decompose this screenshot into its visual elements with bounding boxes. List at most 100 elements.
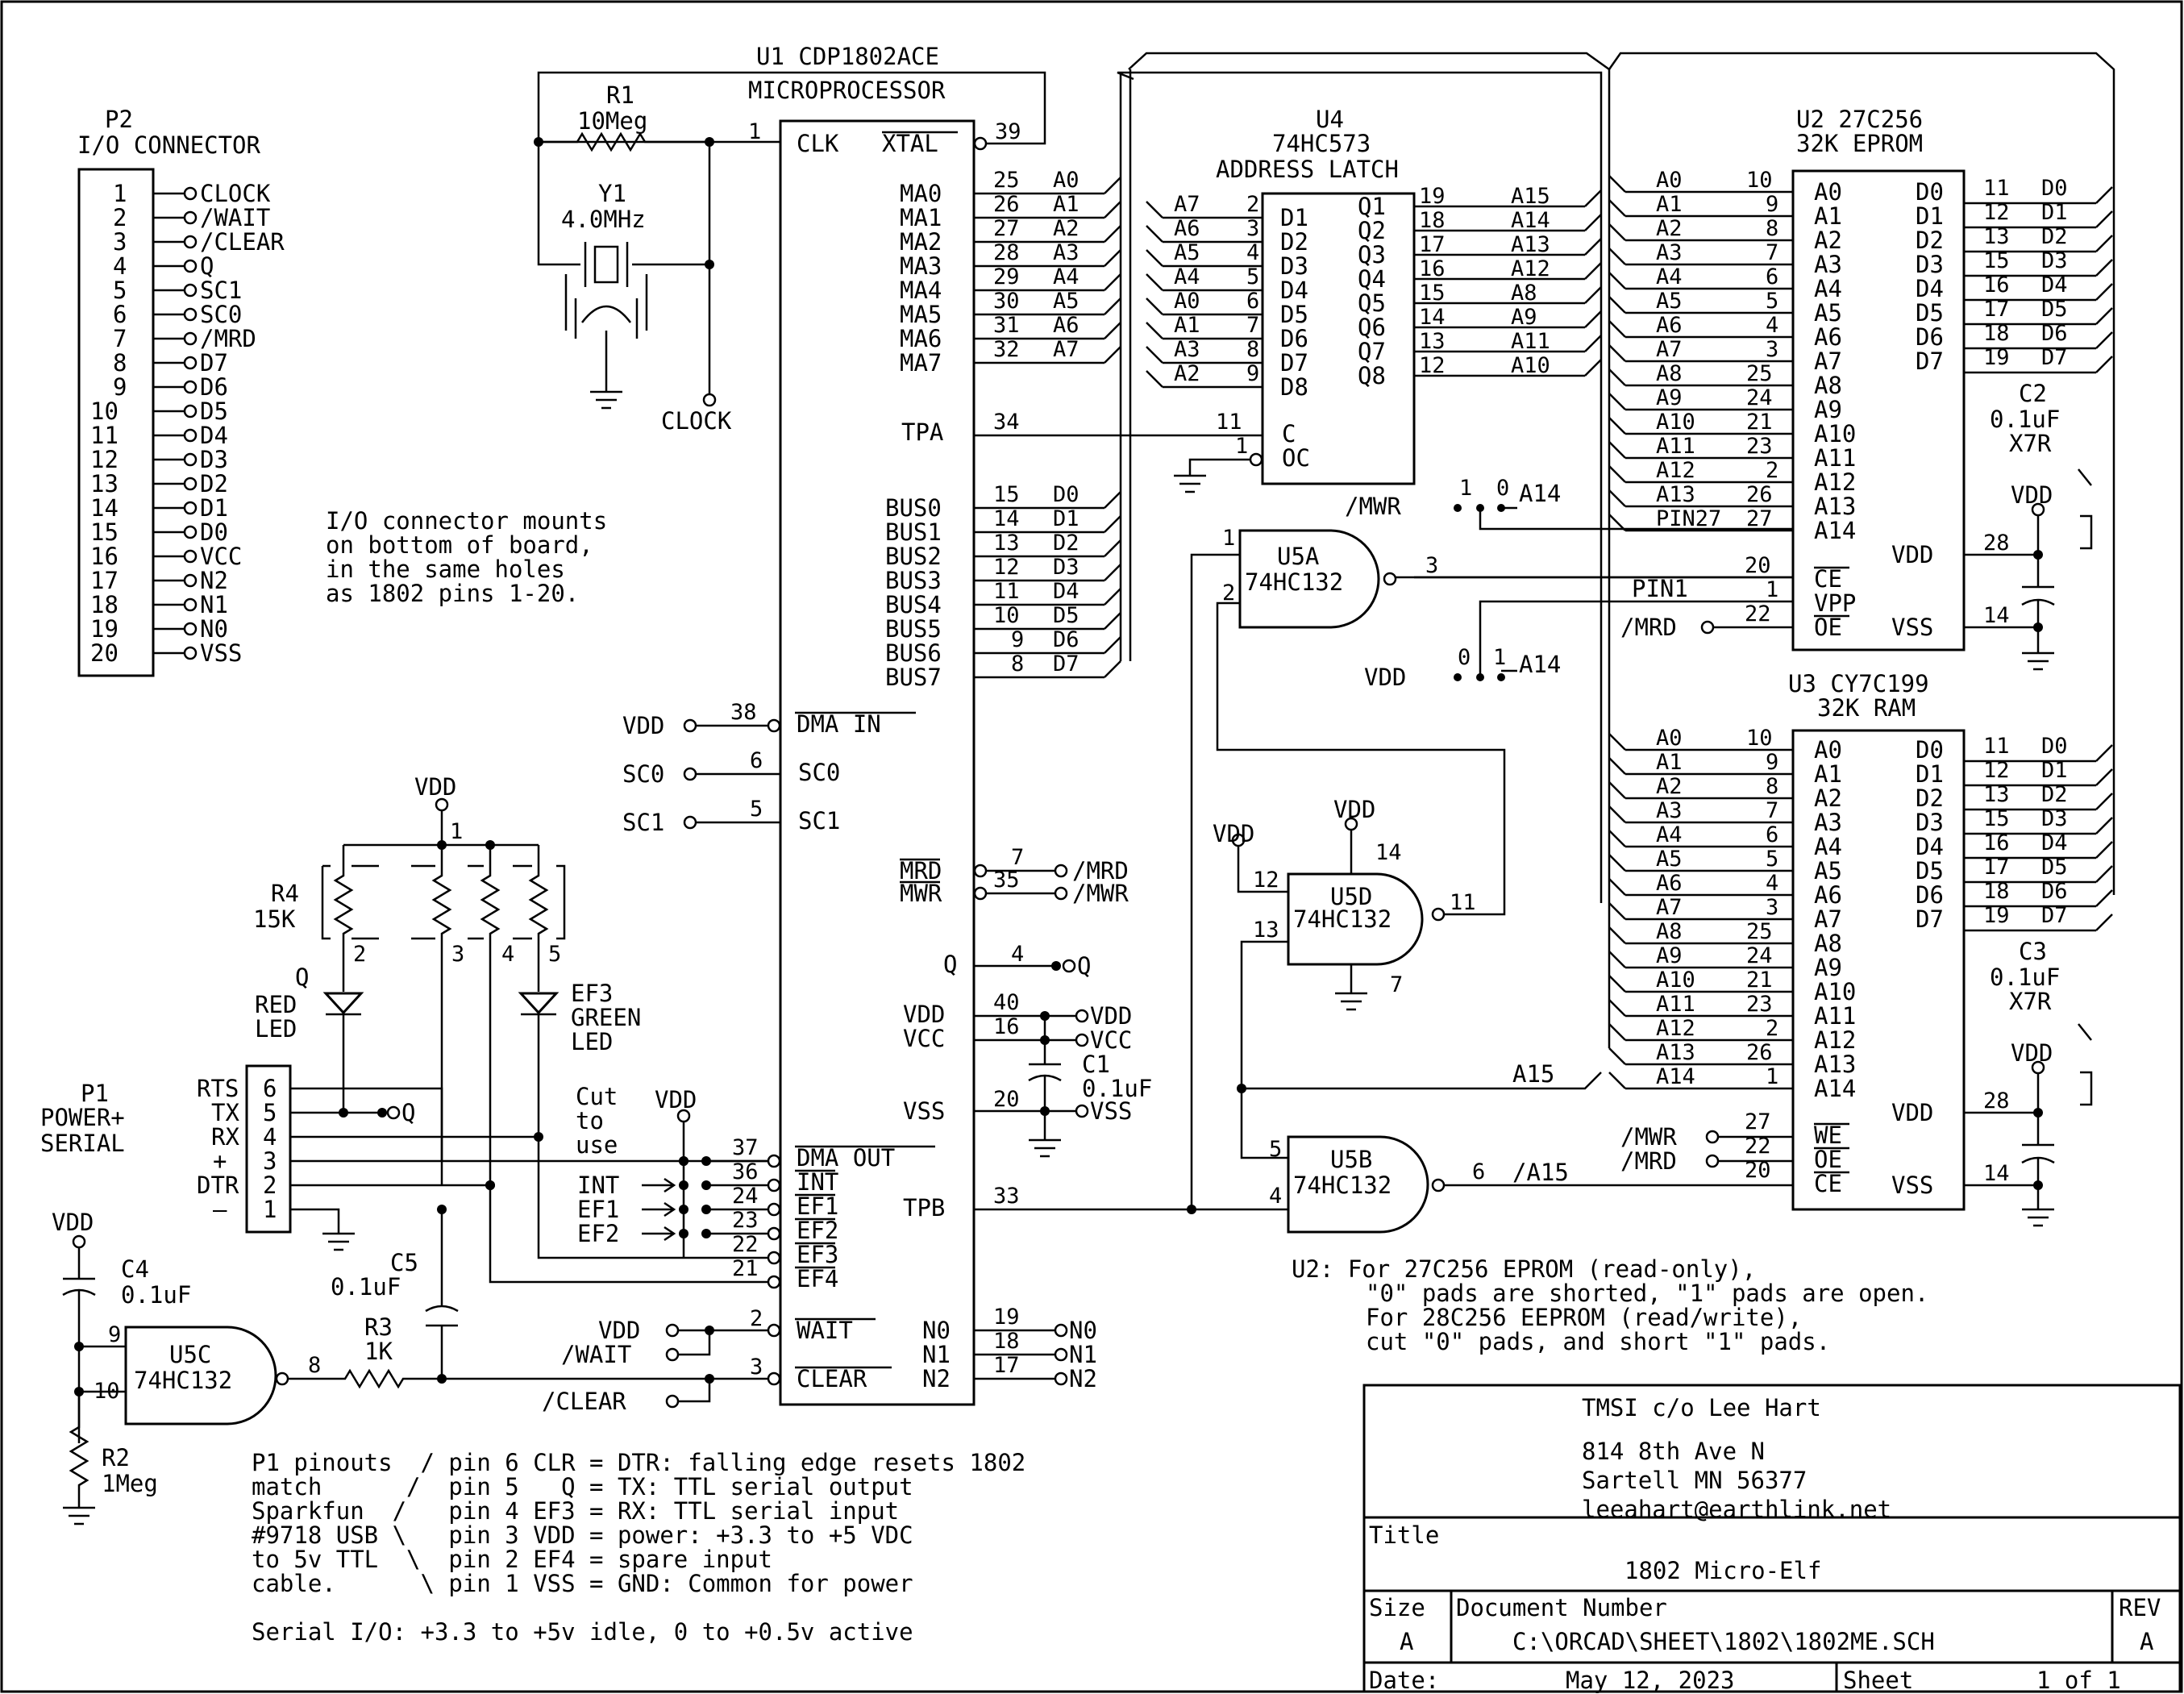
u3-addr-name: A9 [1814,954,1842,981]
u1-mwr-label: MWR [900,880,942,907]
u3-addr-num: 10 [1746,726,1773,751]
u1-bus-label: BUS7 [885,664,942,691]
u4-in-num: 8 [1246,337,1259,362]
u3-addr-num: 25 [1746,919,1773,944]
u2-ref: U2 27C256 [1796,106,1923,133]
u1-vss-label: VSS [903,1097,945,1125]
u4-in-sig: A3 [1174,337,1200,362]
rev-value: A [2140,1628,2153,1655]
u5d-ref: U5D [1330,883,1372,910]
u3-data-num: 19 [1983,903,2010,928]
u1-ref: U1 CDP1802ACE [756,43,939,70]
u3-addr-num: 26 [1746,1040,1773,1065]
p2-pin-name: D0 [200,518,228,546]
u1-ma-label: MA4 [900,277,942,304]
u2-vdd-num: 28 [1983,531,2010,556]
u3-vss: VSS [1891,1172,1933,1199]
r4-ref: R4 [271,880,299,907]
c3-val: 0.1uF [1990,964,2060,991]
r4-resistor-element [528,845,549,945]
u1-ma-sig: A3 [1053,240,1080,265]
u1-bus-label: BUS0 [885,494,942,522]
u2-body [1791,169,1966,651]
u1-bus-num: 8 [1011,651,1024,676]
clock-oscillator: R1 10Meg Y1 4.0MHz CLOCK [534,81,732,435]
p2-pin-num: 11 [90,422,119,449]
p1-note-3: Sparkfun / pin 4 EF3 = RX: TTL serial in… [252,1497,899,1525]
u3-addr-num: 2 [1766,1016,1778,1041]
cut-to-use-jumpers: Cut to use VDD INT EF1 EF2 [576,1083,768,1258]
u4-in-sig: A5 [1174,240,1200,265]
u1-bus-label: BUS3 [885,567,942,594]
u2-addr-sig: A6 [1656,313,1683,338]
p2-pin-num: 6 [113,301,127,328]
u3-oe: OE [1814,1146,1842,1173]
u2-addr-sig: A11 [1656,434,1695,459]
u3-data-name: D4 [1916,833,1944,860]
u1-pin1: 1 [748,119,761,144]
u2-vss: VSS [1891,614,1933,641]
int-label: INT [577,1172,619,1199]
u2-addr-num: 27 [1746,506,1773,531]
r1-val: 10Meg [577,107,647,135]
u1-dma-out-label: DMA OUT [797,1144,895,1172]
rev-label: REV [2119,1594,2161,1621]
r4-resistor-element [431,845,452,945]
u4-in-name: D3 [1280,252,1308,280]
cut-label2: to [576,1107,604,1134]
jumper-vdd: VDD [1364,664,1406,691]
u2-addr-name: A10 [1814,420,1856,447]
y1-ref: Y1 [598,180,626,207]
u1-ma-label: MA7 [900,349,942,377]
p1-pin-label: RTS [197,1075,239,1102]
u1-vcc-net: VCC [1090,1026,1132,1054]
u3-addr-num: 23 [1746,992,1773,1017]
u2-data-sig: D3 [2041,248,2068,273]
cut-label3: use [576,1131,618,1159]
u1-bus-label: BUS2 [885,543,942,570]
c3-vdd: VDD [2011,1039,2053,1067]
u1-int-label: INT [797,1168,838,1196]
p1-pin-label: DTR [197,1172,239,1199]
u1-ma-label: MA1 [900,204,942,231]
u4-ref: U4 [1316,106,1344,133]
p2-pin-name: SC1 [200,277,242,304]
u3-we-num: 27 [1745,1109,1771,1134]
u4-oc-num: 1 [1235,434,1248,459]
p2-pin-num: 15 [90,518,119,546]
io-note-1: I/O connector mounts [326,507,607,535]
u1-vdd-num: 40 [993,990,1020,1015]
u5d-out: 11 [1450,890,1476,915]
u1-ma-label: MA0 [900,180,942,207]
u5a-in1: 1 [1222,526,1235,551]
u1-vcc-label: VCC [903,1025,945,1052]
p2-pin-name: D5 [200,397,228,425]
u2-addr-name: A12 [1814,468,1856,496]
u1-vcc-num: 16 [993,1014,1020,1039]
p2-pin-num: 8 [113,349,127,377]
u2-data-sig: D5 [2041,297,2068,322]
p2-pin-num: 5 [113,277,127,304]
c2-type: X7R [2009,430,2052,457]
p2-pin-name: D4 [200,422,228,449]
u5a-out: 3 [1425,553,1438,578]
u5d-in2: 13 [1253,918,1279,943]
u2-data-num: 12 [1983,200,2010,225]
u3-addr-name: A0 [1814,736,1842,764]
u4-out-sig: A15 [1511,184,1550,209]
u3-addr-name: A3 [1814,809,1842,836]
u4-out-name: Q6 [1358,314,1386,341]
u2-addr-sig: A3 [1656,240,1683,265]
u4-in-name: D6 [1280,325,1308,352]
u1-dma-in-label: DMA IN [797,710,881,738]
u3-addr-num: 21 [1746,968,1773,993]
r4-vdd: VDD [414,773,456,801]
u1-dma-in-num: 38 [730,700,757,725]
u4-out-num: 18 [1419,208,1446,233]
p2-pin-name: D3 [200,446,228,473]
p2-pin-num: 16 [90,543,119,570]
u2-oe-net: /MRD [1620,614,1677,641]
u5b-ref: U5B [1330,1146,1372,1173]
